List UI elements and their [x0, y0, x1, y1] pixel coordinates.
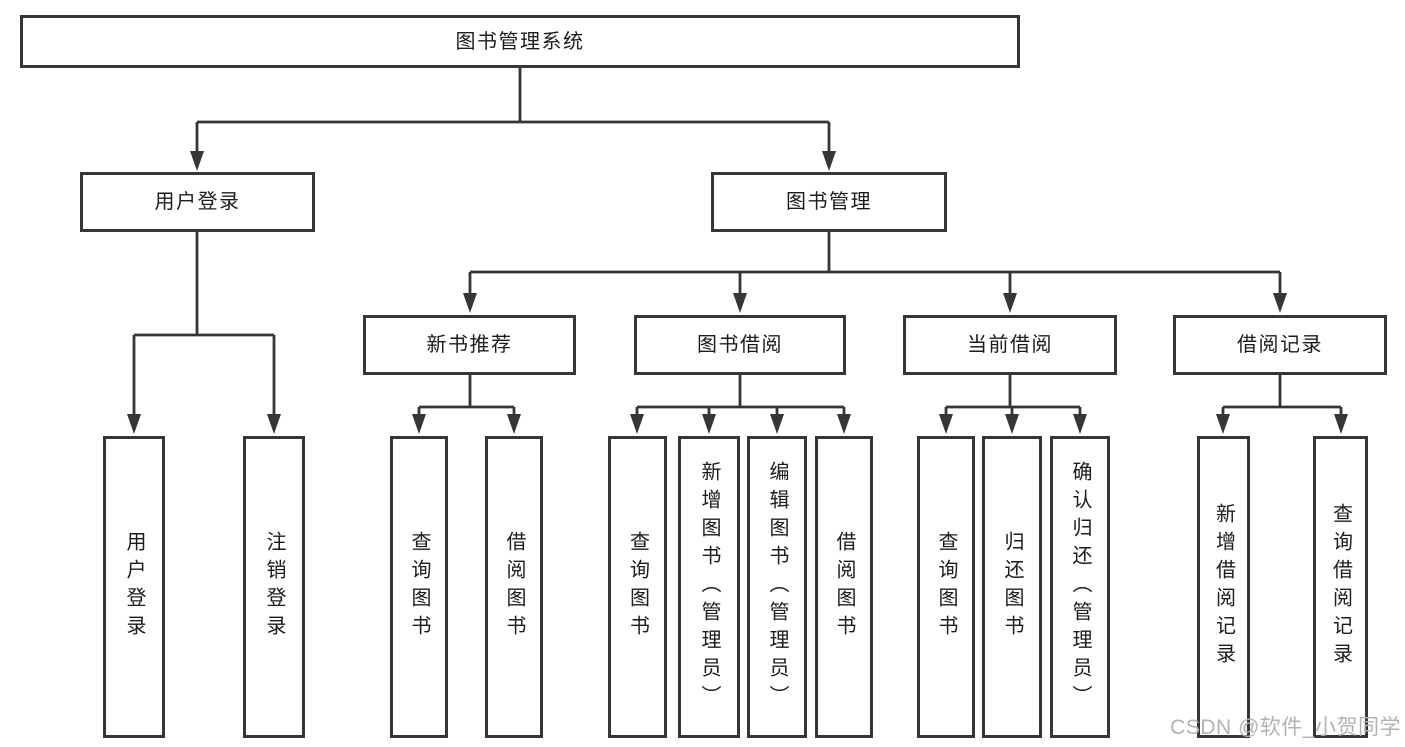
leaf-confirm-return-admin: 确认归还（管理员） — [1050, 436, 1110, 738]
node-label: 确认归还（管理员） — [1069, 461, 1091, 713]
node-label: 新增借阅记录 — [1212, 503, 1235, 671]
node-label: 查询图书 — [626, 531, 649, 643]
arrowhead-icon — [507, 414, 521, 434]
node-new-book-recommend: 新书推荐 — [363, 315, 576, 375]
leaf-add-borrow-record: 新增借阅记录 — [1197, 436, 1250, 738]
leaf-return-books: 归还图书 — [982, 436, 1042, 738]
arrowhead-icon — [702, 414, 716, 434]
arrowhead-icon — [1005, 414, 1019, 434]
arrowhead-icon — [770, 414, 784, 434]
arrowhead-icon — [412, 414, 426, 434]
connector-path — [417, 375, 516, 416]
connector-path — [132, 232, 276, 416]
node-book-management: 图书管理 — [711, 172, 947, 232]
arrowhead-icon — [267, 414, 281, 434]
connector-path — [944, 375, 1082, 416]
arrowhead-icon — [939, 414, 953, 434]
leaf-query-borrow-record: 查询借阅记录 — [1313, 436, 1368, 738]
arrowhead-icon — [1073, 414, 1087, 434]
leaf-query-books-borrow: 查询图书 — [608, 436, 667, 738]
leaf-borrow-books: 借阅图书 — [815, 436, 873, 738]
node-label: 图书管理 — [786, 191, 872, 213]
arrowhead-icon — [127, 414, 141, 434]
arrowhead-icon — [1003, 293, 1017, 313]
arrowhead-icon — [1216, 414, 1230, 434]
node-book-borrow: 图书借阅 — [634, 315, 846, 375]
node-label: 归还图书 — [1001, 531, 1023, 643]
arrowhead-icon — [463, 293, 477, 313]
node-label: 当前借阅 — [967, 334, 1053, 356]
arrowhead-icon — [822, 151, 836, 171]
node-root: 图书管理系统 — [20, 15, 1020, 68]
arrowhead-icon — [1273, 293, 1287, 313]
csdn-watermark: CSDN @软件_小贺同学 — [1170, 716, 1401, 739]
arrowhead-icon — [630, 414, 644, 434]
leaf-edit-books-admin: 编辑图书（管理员） — [747, 436, 807, 738]
node-label: 新书推荐 — [426, 334, 513, 356]
node-current-borrow: 当前借阅 — [903, 315, 1117, 375]
leaf-query-books-current: 查询图书 — [917, 436, 975, 738]
leaf-user-login: 用户登录 — [103, 436, 165, 738]
arrowhead-icon — [837, 414, 851, 434]
leaf-logout-login: 注销登录 — [243, 436, 305, 738]
arrowhead-icon — [733, 293, 747, 313]
node-label: 借阅记录 — [1237, 334, 1323, 356]
node-label: 图书借阅 — [697, 334, 783, 356]
connector-path — [468, 232, 1282, 295]
node-borrow-records: 借阅记录 — [1173, 315, 1387, 375]
node-label: 注销登录 — [263, 531, 285, 643]
node-label: 查询图书 — [408, 531, 430, 643]
leaf-add-books-admin: 新增图书（管理员） — [678, 436, 740, 738]
node-label: 借阅图书 — [833, 531, 855, 643]
node-label: 借阅图书 — [503, 531, 525, 643]
connector-path — [195, 68, 831, 153]
connector-path — [635, 375, 846, 416]
node-label: 新增图书（管理员） — [698, 461, 720, 713]
node-user-login: 用户登录 — [80, 172, 315, 232]
node-label: 查询图书 — [935, 531, 957, 643]
leaf-query-books-recommend: 查询图书 — [390, 436, 448, 738]
connector-path — [1221, 375, 1343, 416]
node-label: 查询借阅记录 — [1329, 503, 1352, 671]
leaf-borrow-books-recommend: 借阅图书 — [485, 436, 543, 738]
node-label: 编辑图书（管理员） — [766, 461, 788, 713]
connector-group — [127, 68, 1348, 434]
node-label: 用户登录 — [154, 191, 241, 213]
node-label: 用户登录 — [123, 531, 145, 643]
arrowhead-icon — [190, 151, 204, 171]
arrowhead-icon — [1334, 414, 1348, 434]
node-label: 图书管理系统 — [455, 30, 585, 53]
